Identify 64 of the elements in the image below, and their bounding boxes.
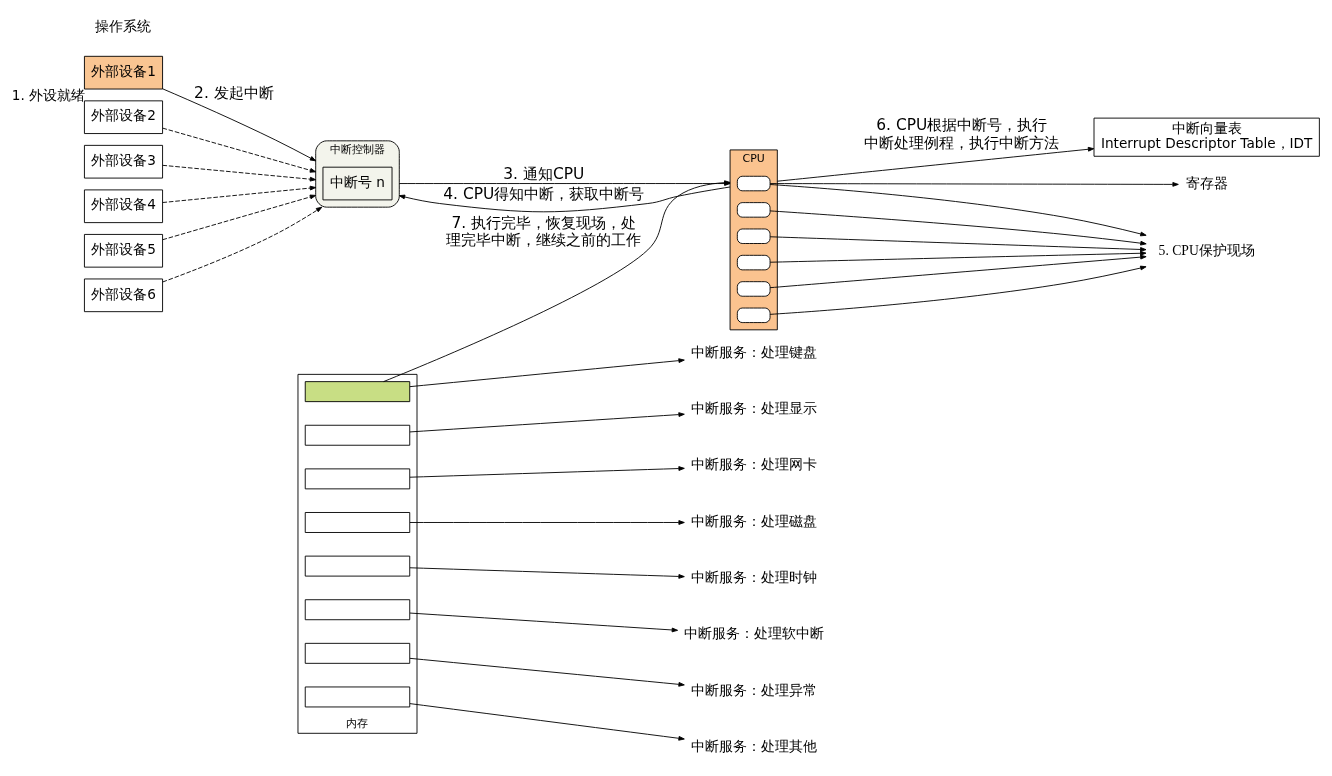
node-box [736,228,771,244]
arrow [162,164,317,182]
node-box [736,307,771,324]
node-box: 外部设备4 [83,189,164,224]
node-box: 外部设备2 [83,100,164,134]
node-text: 中断服务：处理时钟 [690,569,817,586]
cluster: CPU [729,149,778,331]
arrow [409,412,685,433]
node-box: 中断向量表 Interrupt Descriptor Table，IDT [1093,117,1320,157]
arrow [162,194,317,241]
arrow [769,236,1147,252]
edge-label: 3. 通知CPU [503,164,585,183]
arrow [162,88,317,162]
edge-label: 6. CPU根据中断号，执行中断处理例程，执行中断方法 [864,116,1060,152]
cluster: 内存 [297,373,418,734]
arrow [409,466,685,478]
node-text: 5. CPU保护现场 [1158,242,1255,258]
node-box: 外部设备1 [83,55,164,90]
arrow [769,210,1147,246]
node-box [304,512,411,533]
label: 操作系统 [95,18,152,35]
node-label: 1. 外设就绪 [11,86,86,103]
arrow [769,250,1147,263]
node-text: 中断服务：处理软中断 [683,625,824,642]
node-box [304,642,411,664]
node-box [304,381,411,403]
edge-label: 7. 执行完毕，恢复现场，处理完毕中断，继续之前的工作 [446,213,642,249]
node-box [304,555,411,577]
node-box [736,254,771,271]
node-box: 外部设备6 [83,278,164,313]
node-text: 中断服务：处理磁盘 [690,512,817,529]
arrow [398,186,731,213]
arrow [409,567,685,579]
node-text: 寄存器 [1185,174,1228,191]
node-box [736,175,771,192]
arrow [769,254,1147,289]
edge-label: 2. 发起中断 [194,83,274,102]
node-box [736,281,771,297]
arrow [409,703,685,741]
node-box: 外部设备5 [83,233,164,268]
node-box [304,468,411,490]
node-box [304,424,411,446]
edge-label: 4. CPU得知中断，获取中断号 [443,184,645,203]
arrow [409,520,685,525]
arrow [769,182,1179,187]
arrow [409,657,685,687]
node-box [736,202,771,218]
node-box [304,686,411,708]
node-text: 中断服务：处理其他 [690,738,817,755]
node-text: 中断服务：处理键盘 [690,343,817,360]
node-box: 外部设备3 [83,144,164,179]
arrow [162,127,317,173]
node-box: 中断号 n [322,166,393,201]
arrow [769,265,1147,315]
arrow [409,612,679,633]
arrow [769,184,1147,237]
node-text: 中断服务：处理网卡 [690,456,817,473]
arrow [409,358,685,388]
node-text: 中断服务：处理显示 [690,399,817,416]
arrow [162,185,317,203]
arrow [162,206,323,283]
arrow [776,146,1095,182]
node-text: 中断服务：处理异常 [690,681,817,698]
node-box [304,599,411,621]
